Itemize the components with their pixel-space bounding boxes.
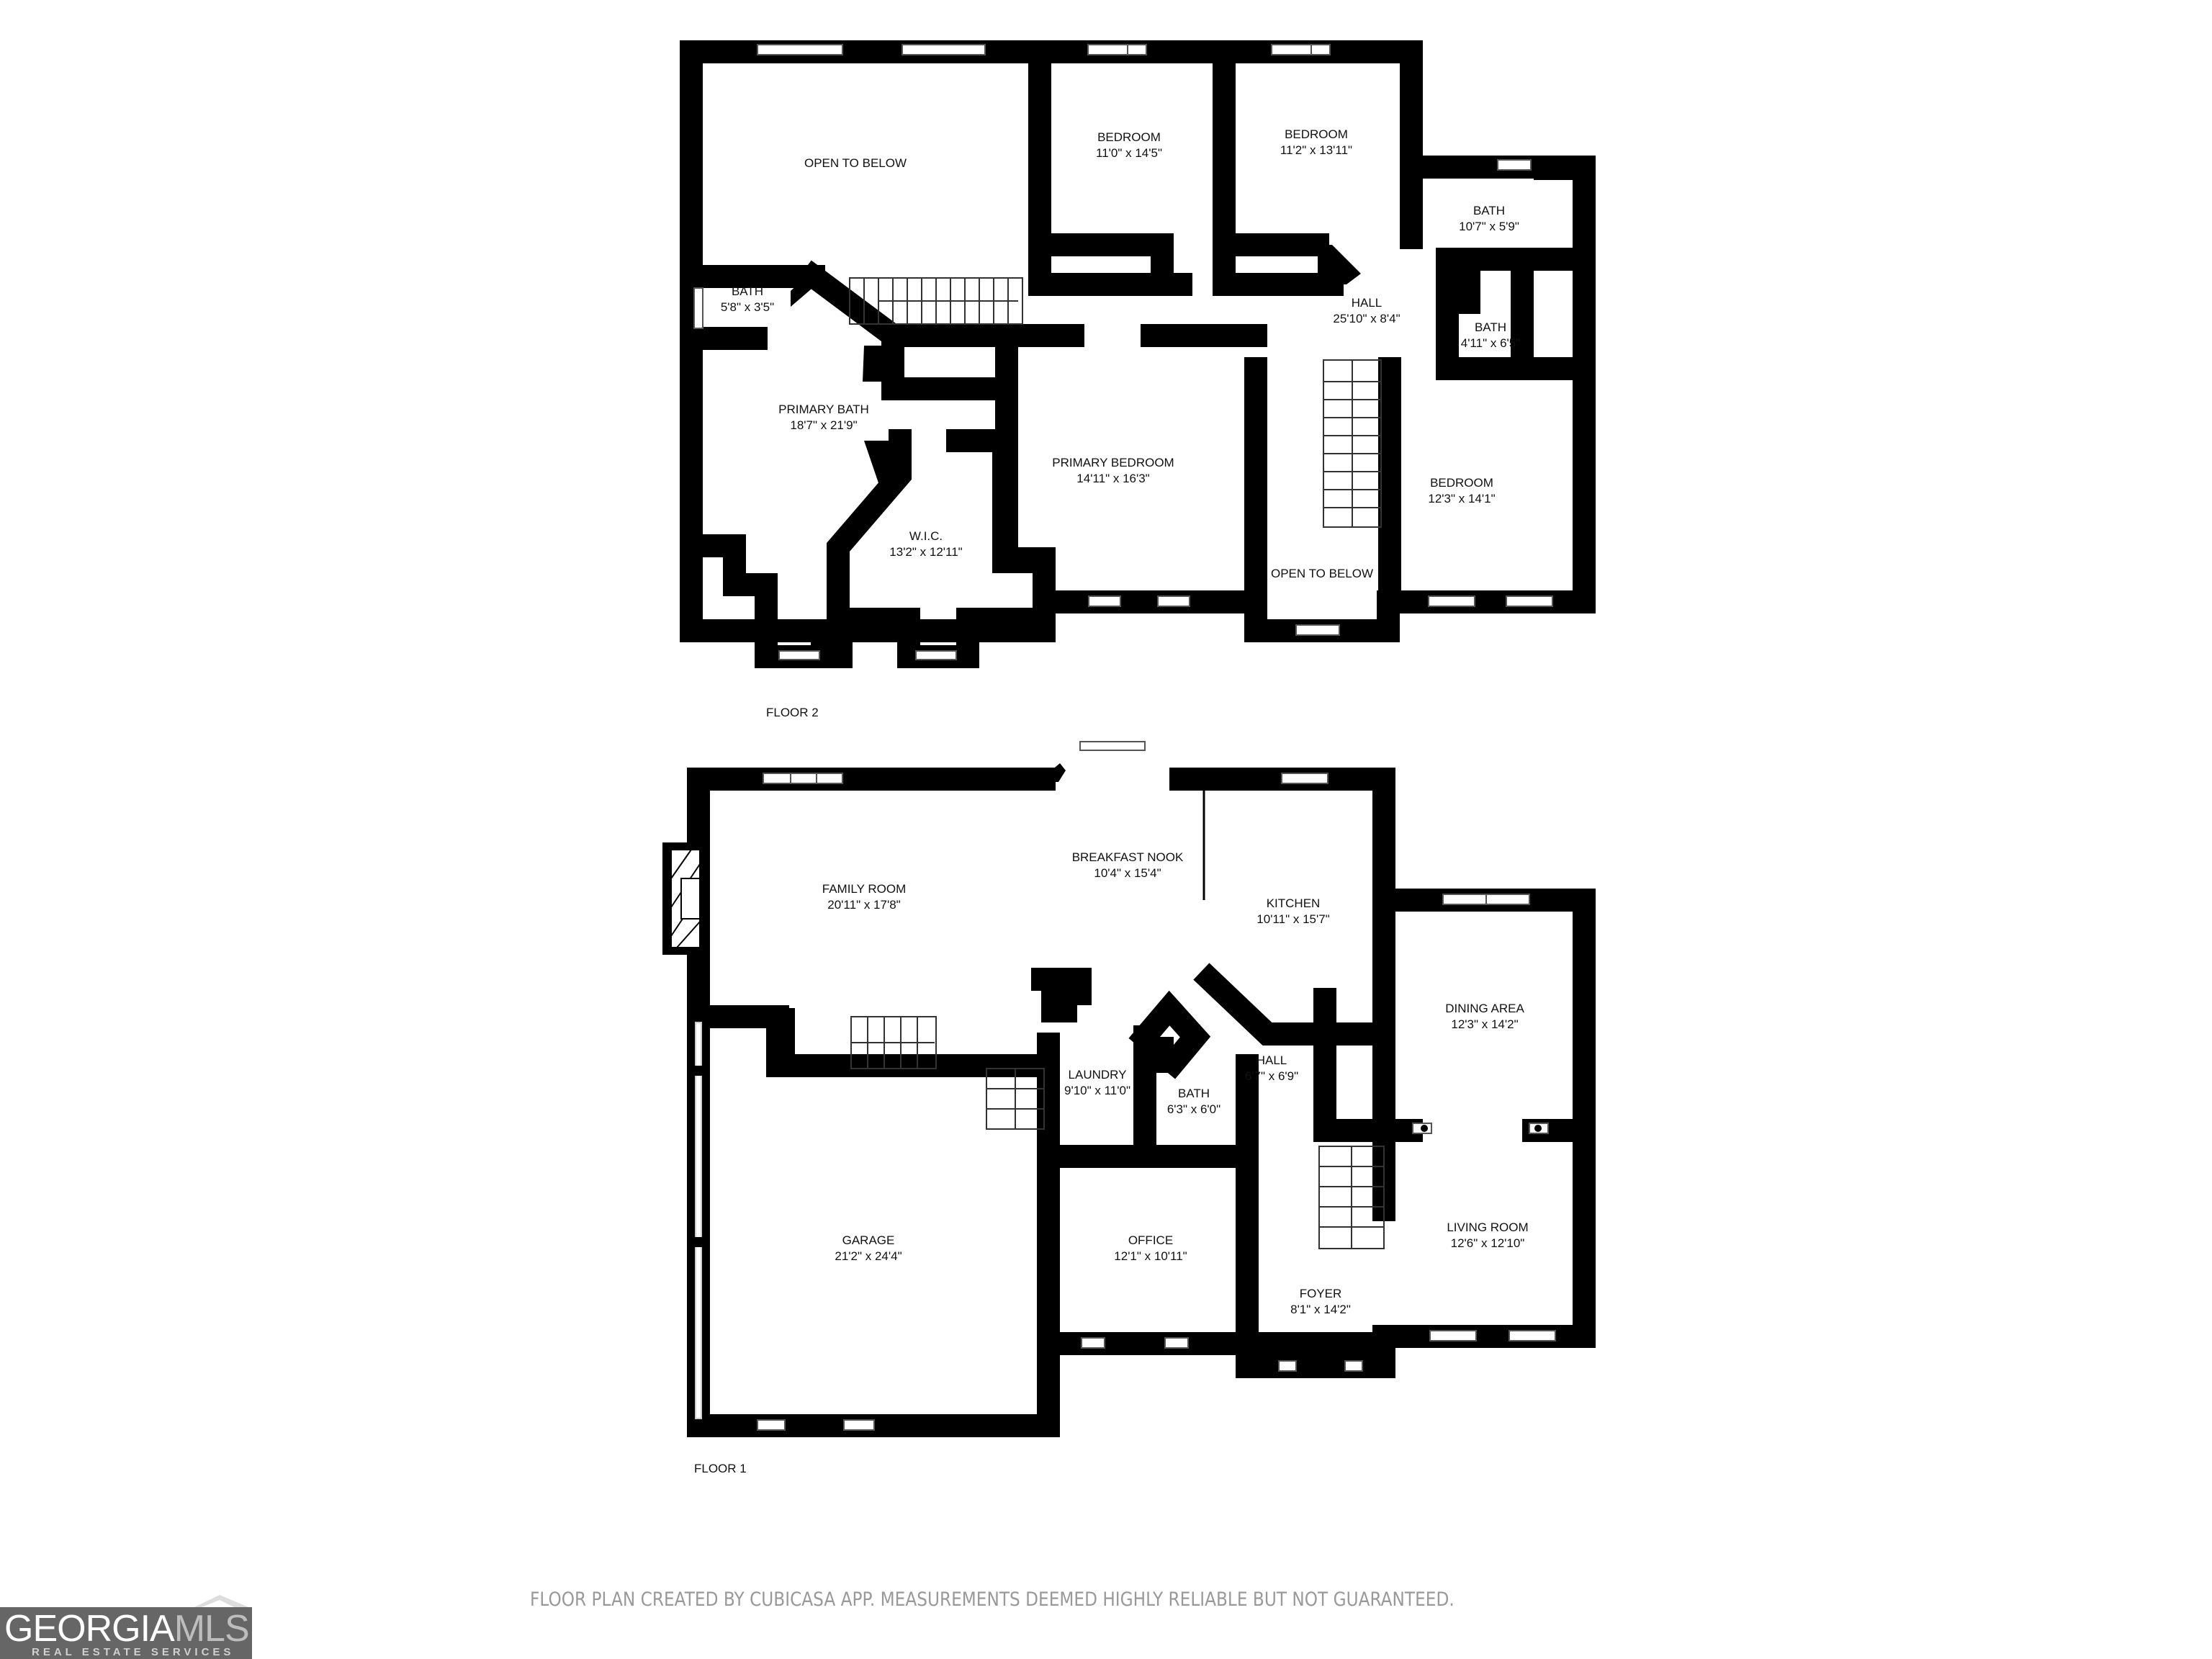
room-foyer: FOYER 8'1" x 14'2" xyxy=(1290,1287,1351,1316)
room-primary-bath: PRIMARY BATH 18'7" x 21'9" xyxy=(778,403,869,432)
floor-2-walls xyxy=(680,40,1596,668)
floor-1-label: FLOOR 1 xyxy=(694,1462,747,1475)
room-dining-area: DINING AREA 12'3" x 14'2" xyxy=(1445,1002,1524,1031)
room-hall-upper: HALL 25'10" x 8'4" xyxy=(1333,296,1401,325)
floor-2-label: FLOOR 2 xyxy=(766,706,819,719)
room-family-room: FAMILY ROOM 20'11" x 17'8" xyxy=(822,882,907,912)
floor-2-stairs xyxy=(849,277,1382,528)
room-living-room: LIVING ROOM 12'6" x 12'10" xyxy=(1447,1220,1529,1250)
floor-1-windows xyxy=(693,741,1556,1431)
georgia-mls-logo: GEORGIAMLS REAL ESTATE SERVICES xyxy=(0,1607,252,1659)
room-office: OFFICE 12'1" x 10'11" xyxy=(1114,1233,1187,1263)
floor-1-stairs xyxy=(850,785,1385,1249)
room-walk-in-closet: W.I.C. 13'2" x 12'11" xyxy=(889,529,963,559)
room-bedroom-4: BEDROOM 12'3" x 14'1" xyxy=(1428,476,1496,505)
room-bath-lower: BATH 6'3" x 6'0" xyxy=(1166,1087,1221,1116)
disclaimer-text: FLOOR PLAN CREATED BY CUBICASA APP. MEAS… xyxy=(530,1588,1455,1611)
logo-roof-icon xyxy=(194,1595,248,1607)
room-bath-upper-right: BATH 10'7" x 5'9" xyxy=(1459,204,1519,233)
room-open-to-below-lower: OPEN TO BELOW xyxy=(1270,567,1374,580)
logo-tagline: REAL ESTATE SERVICES xyxy=(32,1646,235,1658)
room-bath-hall: BATH 4'11" x 6'5" xyxy=(1460,320,1521,350)
logo-brand: GEORGIAMLS xyxy=(4,1608,250,1650)
room-kitchen: KITCHEN 10'11" x 15'7" xyxy=(1256,896,1330,926)
room-hall-lower: HALL 6'7" x 6'9" xyxy=(1244,1053,1299,1083)
room-open-to-below-upper: OPEN TO BELOW xyxy=(804,156,907,170)
room-garage: GARAGE 21'2" x 24'4" xyxy=(835,1233,902,1263)
room-bedroom-3: BEDROOM 11'2" x 13'11" xyxy=(1280,127,1353,157)
columns xyxy=(1412,1123,1549,1134)
room-primary-bedroom: PRIMARY BEDROOM 14'11" x 16'3" xyxy=(1052,456,1174,485)
room-bath-small-left: BATH 5'8" x 3'5" xyxy=(720,284,775,314)
floor-2-windows xyxy=(693,44,1553,660)
room-laundry: LAUNDRY 9'10" x 11'0" xyxy=(1064,1068,1130,1097)
room-bedroom-2: BEDROOM 11'0" x 14'5" xyxy=(1096,130,1162,160)
room-breakfast-nook: BREAKFAST NOOK 10'4" x 15'4" xyxy=(1071,850,1184,880)
